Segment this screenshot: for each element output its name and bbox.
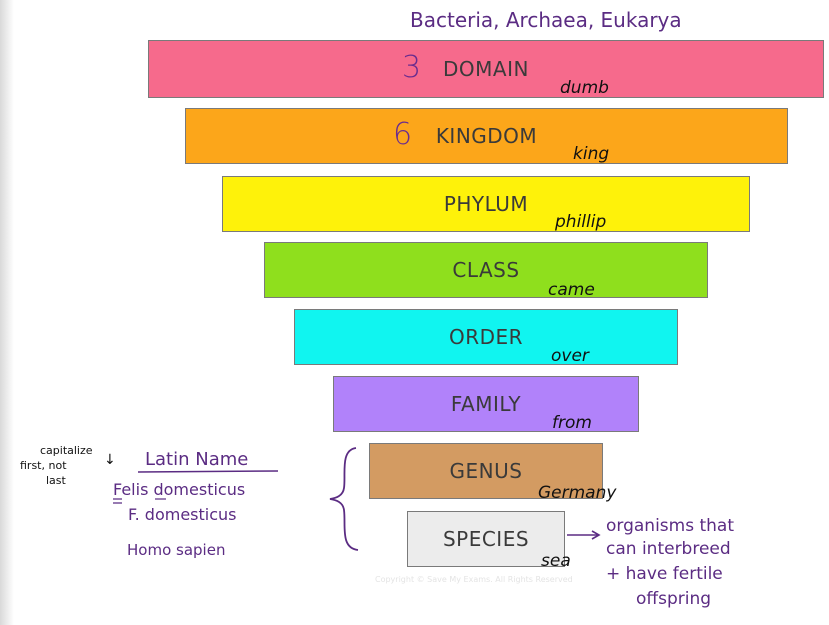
- level-label-order: ORDER: [448, 325, 524, 349]
- latin-name-underline: [137, 470, 279, 473]
- mnemonic-class: came: [548, 280, 595, 300]
- capitalize-note-line1: capitalize: [40, 444, 93, 457]
- page-edge-shadow: [0, 0, 14, 625]
- bar-kingdom: KINGDOM: [185, 108, 788, 164]
- example-f-domesticus: F. domesticus: [128, 505, 237, 524]
- level-label-kingdom: KINGDOM: [435, 124, 538, 148]
- level-label-domain: DOMAIN: [443, 57, 529, 81]
- mnemonic-family: from: [552, 413, 592, 433]
- capitalize-note-line2: first, not: [20, 459, 67, 472]
- example-homo-sapien: Homo sapien: [127, 541, 226, 559]
- bar-domain: DOMAIN: [148, 40, 824, 98]
- level-label-species: SPECIES: [442, 527, 530, 551]
- level-label-class: CLASS: [452, 258, 520, 282]
- domains-note: Bacteria, Archaea, Eukarya: [410, 8, 682, 32]
- bar-order: ORDER: [294, 309, 678, 365]
- kingdom-count: 6: [393, 117, 413, 152]
- capitalize-note-line3: last: [46, 474, 66, 487]
- felis-underline: [113, 498, 122, 504]
- example-felis-domesticus: Felis domesticus: [113, 480, 246, 499]
- species-def-line2: can interbreed: [606, 539, 731, 559]
- latin-name-title: Latin Name: [145, 449, 249, 470]
- species-def-line1: organisms that: [606, 516, 734, 536]
- species-def-line3: + have fertile: [606, 564, 723, 584]
- level-label-genus: GENUS: [449, 459, 523, 483]
- bar-class: CLASS: [264, 242, 708, 298]
- species-arrow-head: [591, 530, 601, 540]
- watermark: Copyright © Save My Exams. All Rights Re…: [375, 575, 573, 584]
- mnemonic-domain: dumb: [560, 78, 609, 98]
- mnemonic-kingdom: king: [573, 144, 610, 164]
- level-label-phylum: PHYLUM: [443, 192, 529, 216]
- bar-species: SPECIES: [407, 511, 565, 567]
- bar-phylum: PHYLUM: [222, 176, 750, 232]
- species-def-line4: offspring: [636, 589, 712, 609]
- down-arrow-icon: ↓: [104, 452, 116, 468]
- bar-genus: GENUS: [369, 443, 603, 499]
- mnemonic-phylum: phillip: [555, 212, 607, 232]
- domain-count: 3: [402, 50, 422, 85]
- genus-species-bracket: [329, 447, 359, 551]
- mnemonic-genus: Germany: [538, 483, 617, 503]
- level-label-family: FAMILY: [450, 392, 522, 416]
- bar-family: FAMILY: [333, 376, 639, 432]
- mnemonic-order: over: [551, 346, 589, 366]
- mnemonic-species: sea: [541, 551, 571, 571]
